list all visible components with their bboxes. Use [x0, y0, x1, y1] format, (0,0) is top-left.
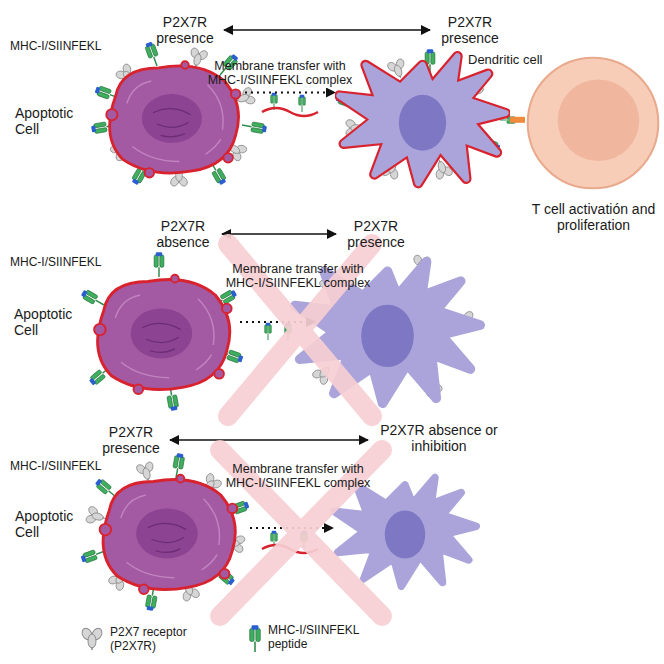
- legend-icon: [250, 625, 261, 652]
- text-label: MHC-I/SIINFEKL: [10, 256, 120, 270]
- text-label: P2X7R presence: [340, 218, 412, 250]
- legend-symbol: [248, 624, 262, 652]
- text-label: Membrane transfer with MHC-I/SIINFEKL co…: [218, 262, 378, 291]
- dendritic-cell: Dendritic cell: [335, 45, 510, 190]
- dotted-arrow: [245, 92, 335, 94]
- text-label: P2X7R absence: [148, 218, 218, 250]
- cell-label: T cell activatión and proliferation: [531, 201, 656, 233]
- legend-text: MHC-I/SIINFEKL peptide: [268, 624, 372, 652]
- apoptotic-cell: Apoptotic Cell: [82, 270, 237, 395]
- text-label: Membrane transfer with MHC-I/SIINFEKL co…: [218, 462, 378, 491]
- dendritic-cell: [334, 478, 477, 587]
- t-cell-outline: [528, 58, 659, 189]
- apoptotic-cell: Apoptotic Cell: [85, 470, 245, 595]
- legend-icon: [80, 627, 104, 650]
- t-cell: T cell activatión and proliferation: [525, 55, 661, 191]
- t-cell-shape: [525, 55, 661, 191]
- cross-mark: [220, 244, 382, 616]
- cell-label: Apoptotic Cell: [15, 105, 89, 137]
- text-label: P2X7R absence or inhibition: [372, 422, 506, 454]
- edge-label: Membrane transfer with MHC-I/SIINFEKL co…: [200, 59, 360, 88]
- apoptotic-cell-outline: [94, 275, 232, 394]
- text-label: P2X7R presence: [150, 14, 220, 46]
- legend-symbol: [80, 626, 104, 650]
- legend-text: P2X7 receptor (P2X7R): [110, 626, 202, 654]
- text-label: MHC-I/SIINFEKL: [10, 460, 120, 474]
- text-label: MHC-I/SIINFEKL: [10, 40, 120, 54]
- tcr-contact: [510, 117, 525, 123]
- cell-label: Apoptotic Cell: [14, 306, 88, 338]
- apoptotic-cell-shape: [85, 470, 245, 595]
- text-label: P2X7R presence: [435, 14, 505, 46]
- dendritic-cell-outline: [339, 56, 505, 183]
- apoptotic-cell-outline: [100, 475, 238, 594]
- cell-label: Apoptotic Cell: [15, 508, 89, 540]
- membrane-fragment: [262, 108, 318, 116]
- apoptotic-cell-shape: [82, 270, 237, 395]
- text-label: P2X7R presence: [96, 424, 166, 456]
